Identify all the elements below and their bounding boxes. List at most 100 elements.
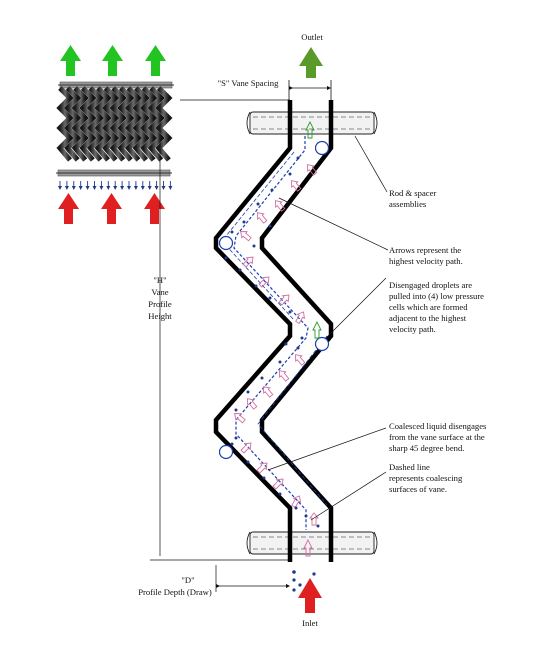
droplet bbox=[234, 436, 238, 440]
vane-blade bbox=[155, 86, 173, 162]
h-label-line3: Profile bbox=[148, 299, 172, 309]
droplet bbox=[278, 360, 282, 364]
vane-blade bbox=[63, 86, 82, 162]
droplet-arrowhead bbox=[161, 186, 166, 190]
callout-disengaged-line3: cells which are formed bbox=[389, 302, 468, 312]
velocity-arrow-icon bbox=[279, 370, 290, 382]
droplet bbox=[292, 570, 296, 574]
velocity-arrow-shape bbox=[256, 462, 268, 474]
droplet bbox=[260, 376, 264, 380]
red-up-arrow-icon bbox=[58, 193, 79, 224]
droplet bbox=[230, 230, 234, 234]
velocity-arrow-shape bbox=[258, 276, 270, 288]
velocity-arrow-shape bbox=[234, 413, 246, 424]
droplet bbox=[298, 583, 302, 587]
bottom-rod-spacer-assembly bbox=[246, 531, 378, 555]
velocity-arrow-shape bbox=[240, 442, 252, 454]
velocity-arrow-shape bbox=[242, 256, 254, 268]
velocity-arrow-icon bbox=[278, 294, 290, 306]
droplet bbox=[284, 342, 288, 346]
callout-rod-spacer: Rod & spacer assemblies bbox=[354, 135, 436, 209]
droplet bbox=[224, 256, 228, 260]
droplet bbox=[254, 284, 258, 288]
droplet bbox=[296, 346, 300, 350]
droplet-arrowhead bbox=[58, 186, 62, 190]
vane-wall-right bbox=[259, 100, 334, 562]
velocity-arrow-icon bbox=[295, 354, 306, 366]
velocity-arrow-shape bbox=[275, 200, 286, 212]
droplet-arrowhead bbox=[168, 186, 173, 190]
callout-dashed-line1: Dashed line bbox=[389, 462, 430, 472]
low-pressure-cell bbox=[314, 336, 330, 352]
callout-dashed: Dashed line represents coalescing surfac… bbox=[310, 462, 463, 521]
droplet bbox=[294, 506, 298, 510]
velocity-arrow-icon bbox=[256, 462, 268, 474]
droplet bbox=[256, 202, 260, 206]
vane-blade bbox=[56, 86, 74, 162]
droplet-arrowhead bbox=[127, 186, 131, 190]
vane-blade bbox=[94, 86, 112, 162]
outlet-label: Outlet bbox=[301, 32, 323, 42]
droplet-arrowhead bbox=[120, 186, 125, 190]
callout-coalesced-line3: sharp 45 degree bend. bbox=[389, 443, 464, 453]
velocity-arrow-icon bbox=[242, 256, 254, 268]
droplets bbox=[224, 156, 320, 528]
droplet bbox=[292, 588, 296, 592]
pink-outline-arrow-icon bbox=[303, 538, 313, 557]
red-up-arrow-icon bbox=[101, 193, 122, 224]
velocity-arrow-shape bbox=[257, 212, 268, 224]
vane-blade bbox=[132, 86, 150, 162]
low-pressure-cell bbox=[218, 235, 234, 251]
callout-dashed-line2: represents coalescing bbox=[389, 473, 463, 483]
droplet bbox=[246, 460, 250, 464]
vane-pack-illustration bbox=[56, 45, 174, 224]
droplet bbox=[292, 578, 296, 582]
velocity-arrow-shape bbox=[307, 164, 318, 176]
vane-blade bbox=[79, 86, 97, 162]
droplet-arrowhead bbox=[71, 186, 76, 190]
velocity-arrow-shape bbox=[240, 231, 252, 242]
velocity-arrow-shape bbox=[295, 311, 306, 324]
droplet bbox=[278, 492, 282, 496]
callout-rod-spacer-line2: assemblies bbox=[389, 199, 427, 209]
droplet-arrowhead bbox=[78, 186, 83, 190]
callout-arrows-line2: highest velocity path. bbox=[389, 256, 463, 266]
velocity-arrow-icon bbox=[263, 386, 274, 398]
green-outline-arrow-icon bbox=[305, 120, 315, 139]
s-vane-spacing-label: "S" Vane Spacing bbox=[218, 78, 280, 88]
droplet bbox=[268, 224, 272, 228]
velocity-arrow-icon bbox=[291, 495, 302, 508]
velocity-arrow-shape bbox=[279, 370, 290, 382]
velocity-arrow-shape bbox=[295, 354, 306, 366]
droplet bbox=[300, 336, 304, 340]
vane-blade bbox=[86, 86, 105, 162]
vane-blade bbox=[117, 86, 135, 162]
velocity-arrow-icon bbox=[240, 231, 252, 242]
droplet-arrowhead bbox=[106, 186, 111, 190]
callout-rod-spacer-line1: Rod & spacer bbox=[389, 188, 436, 198]
velocity-arrow-shape bbox=[291, 495, 302, 508]
coalescing-surface-line-right bbox=[257, 335, 328, 506]
droplet bbox=[296, 156, 300, 160]
velocity-arrow-shape bbox=[278, 294, 290, 306]
vane-blade bbox=[109, 86, 127, 162]
vane-wall-left bbox=[213, 100, 293, 562]
droplet-arrowhead bbox=[92, 186, 97, 190]
green-up-arrow-icon bbox=[145, 45, 166, 76]
droplet bbox=[288, 310, 292, 314]
droplet bbox=[270, 188, 274, 192]
velocity-arrow-icon bbox=[272, 478, 284, 490]
coalescing-surface-line-left bbox=[221, 151, 295, 321]
velocity-arrow-icon bbox=[309, 512, 319, 526]
vane-blade bbox=[139, 86, 158, 162]
low-pressure-cell bbox=[218, 444, 234, 460]
droplet bbox=[288, 172, 292, 176]
red-up-arrow-icon bbox=[144, 193, 165, 224]
droplet bbox=[268, 296, 272, 300]
low-pressure-cell bbox=[314, 140, 330, 156]
h-label-line1: "H" bbox=[153, 275, 166, 285]
green-up-arrow-icon bbox=[60, 45, 81, 76]
droplet-arrowhead bbox=[154, 186, 159, 190]
inlet-label: Inlet bbox=[302, 618, 318, 628]
